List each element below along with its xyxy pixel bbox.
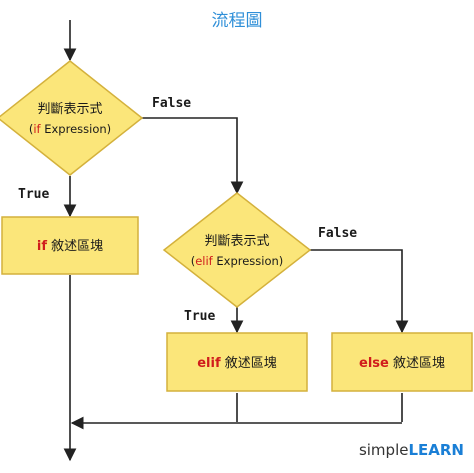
simplelearn-logo: simpleLEARN bbox=[359, 441, 464, 459]
block-else-node: else 敘述區塊 bbox=[331, 332, 473, 392]
block-elif-label: elif 敘述區塊 bbox=[197, 355, 277, 371]
edge-d1-false bbox=[142, 117, 244, 195]
edge-label-d1-true: True bbox=[18, 187, 49, 202]
edge-d2-false bbox=[310, 249, 409, 334]
block-if-label: if 敘述區塊 bbox=[37, 238, 103, 254]
decision-if-label: 判斷表示式 bbox=[37, 102, 102, 117]
decision-elif-node: 判斷表示式 (elif Expression) bbox=[162, 192, 312, 308]
decision-elif-sub: (elif Expression) bbox=[191, 254, 284, 268]
edge-label-d2-true: True bbox=[184, 309, 215, 324]
block-else-label: else 敘述區塊 bbox=[359, 355, 445, 371]
logo-part-learn: LEARN bbox=[408, 441, 464, 459]
decision-if-node: 判斷表示式 (if Expression) bbox=[0, 60, 144, 176]
block-if-node: if 敘述區塊 bbox=[1, 216, 139, 275]
decision-elif-label: 判斷表示式 bbox=[204, 234, 269, 249]
edge-label-d1-false: False bbox=[152, 96, 191, 111]
diagram-title: 流程圖 bbox=[211, 11, 263, 31]
edge-label-d2-false: False bbox=[318, 226, 357, 241]
block-elif-node: elif 敘述區塊 bbox=[166, 332, 308, 392]
logo-part-simple: simple bbox=[358, 441, 409, 459]
decision-if-sub: (if Expression) bbox=[29, 122, 111, 136]
